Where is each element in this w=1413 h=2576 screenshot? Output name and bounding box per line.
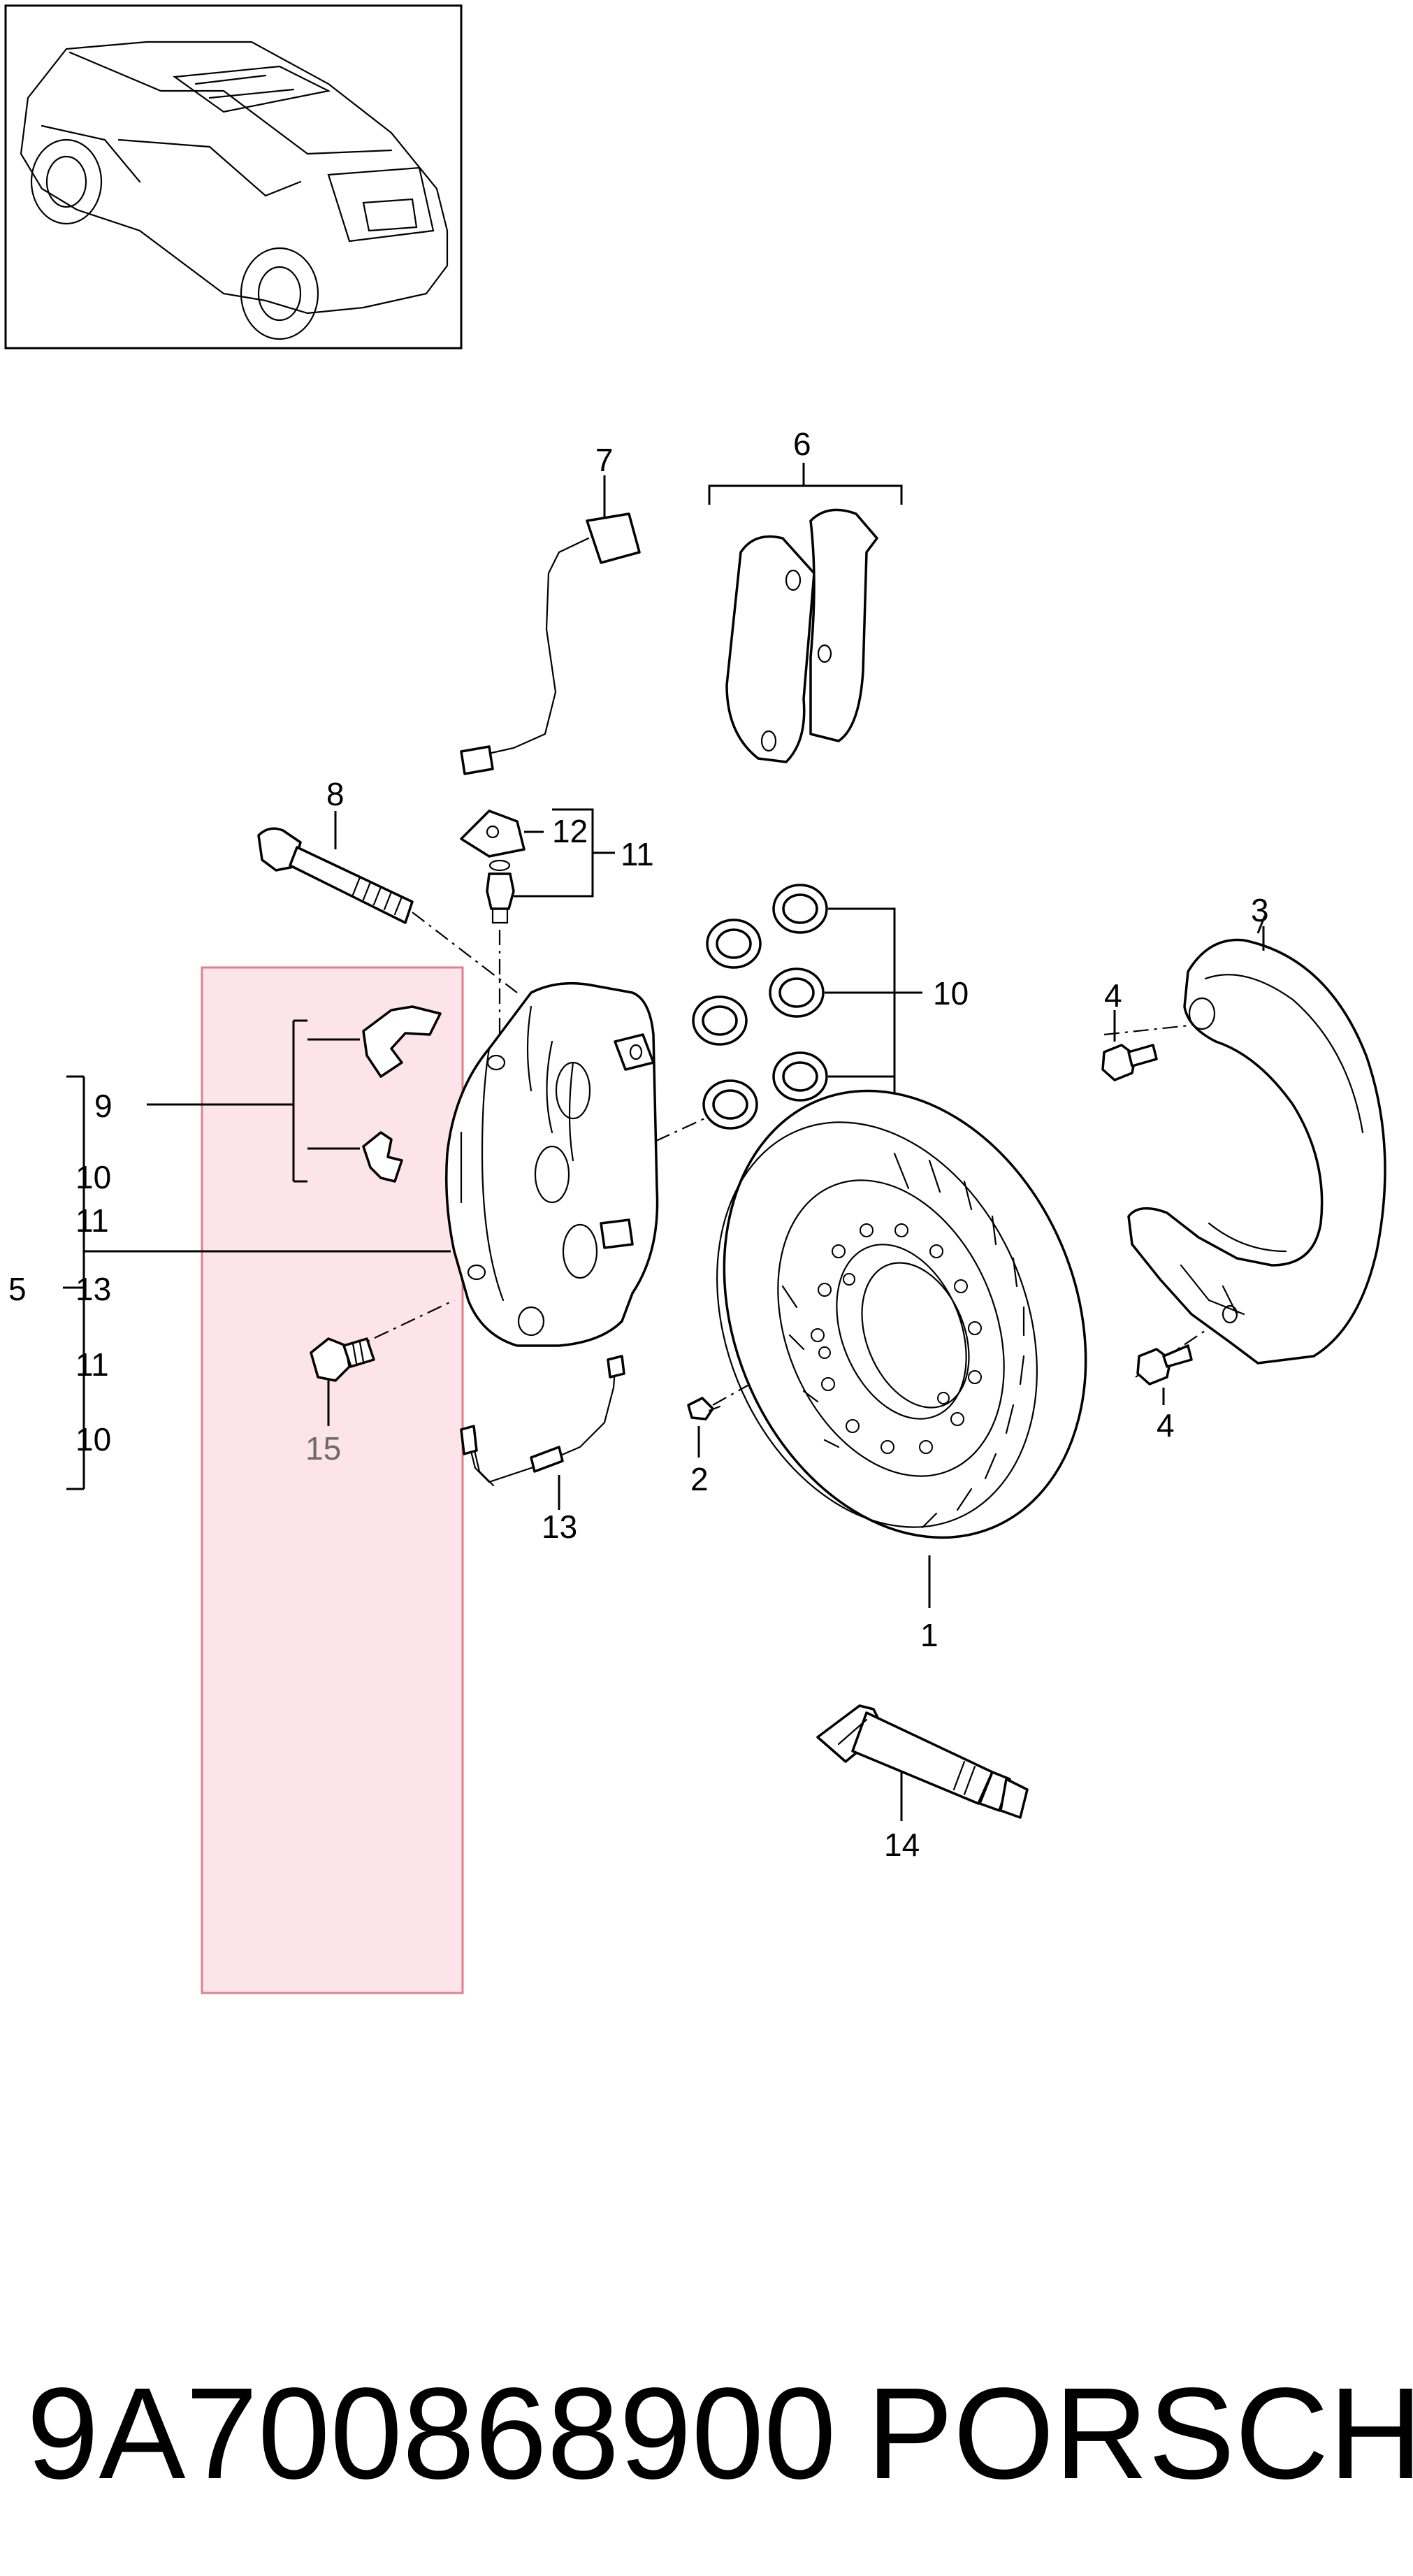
springs-part-9[interactable] <box>292 1005 442 1183</box>
label-13: 13 <box>542 1509 577 1545</box>
brake-line-part-13[interactable] <box>460 1355 625 1510</box>
bolt-part-4-lower[interactable] <box>1136 1344 1193 1405</box>
label-4-upper: 4 <box>1104 977 1122 1014</box>
label-9: 9 <box>94 1088 113 1124</box>
vehicle-thumbnail <box>4 4 463 350</box>
highlight-box <box>201 966 464 1994</box>
label-11-top: 11 <box>621 836 654 872</box>
brake-pads-part-6[interactable] <box>725 508 878 763</box>
label-14: 14 <box>884 1827 920 1863</box>
grease-tube-part-14[interactable] <box>816 1704 1029 1821</box>
brake-disc-part-1[interactable] <box>659 1036 1150 1608</box>
label-12: 12 <box>552 813 588 849</box>
dust-shield-part-3[interactable] <box>1127 915 1386 1365</box>
brand-name: PORSCHE <box>867 2361 1413 2506</box>
label-3: 3 <box>1251 892 1269 928</box>
screw-part-2[interactable] <box>687 1397 721 1458</box>
part-number: 9A700868900 <box>27 2361 836 2506</box>
label-4-lower: 4 <box>1157 1407 1175 1444</box>
piston-seals-part-10[interactable] <box>692 884 922 1130</box>
bolt-part-15[interactable] <box>310 1337 375 1426</box>
bolt-part-11[interactable] <box>486 872 515 924</box>
brake-caliper-part-5[interactable] <box>84 981 659 1347</box>
label-2: 2 <box>690 1461 709 1497</box>
bolt-part-4-upper[interactable] <box>1101 1010 1158 1081</box>
bolt-part-8[interactable] <box>257 827 414 924</box>
label-8: 8 <box>326 776 345 812</box>
label-5: 5 <box>8 1271 27 1307</box>
label-15: 15 <box>305 1430 341 1467</box>
wear-sensor-part-7[interactable] <box>460 512 641 775</box>
kit-label-10a: 10 <box>75 1159 111 1195</box>
kit-label-10b: 10 <box>75 1421 111 1458</box>
vehicle-suv-icon <box>20 41 449 340</box>
clip-part-12[interactable] <box>460 810 526 872</box>
label-1: 1 <box>920 1617 939 1653</box>
kit-label-13: 13 <box>75 1271 111 1307</box>
kit-label-11a: 11 <box>75 1202 109 1239</box>
label-6: 6 <box>793 426 811 462</box>
kit-label-11b: 11 <box>75 1346 109 1383</box>
label-10-right: 10 <box>933 975 969 1012</box>
label-7: 7 <box>595 442 614 478</box>
